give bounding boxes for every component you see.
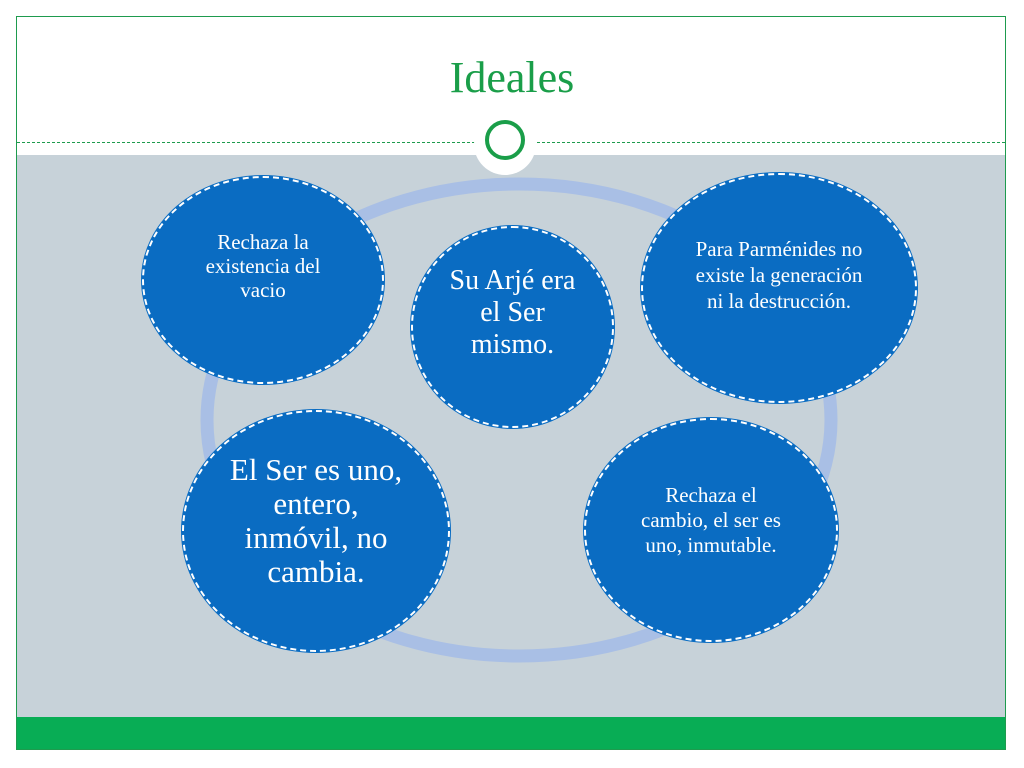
circle-ornament-icon [485, 120, 525, 160]
node-text: Para Parménides no existe la generación … [695, 237, 863, 313]
node-text: Rechaza el cambio, el ser es uno, inmuta… [641, 482, 781, 557]
cycle-node-arje: Su Arjé era el Ser mismo. [411, 226, 614, 428]
footer-bar [17, 717, 1005, 749]
cycle-node-generacion: Para Parménides no existe la generación … [641, 173, 917, 403]
node-text: Su Arjé era el Ser mismo. [449, 265, 576, 360]
cycle-node-ser-uno: El Ser es uno, entero, inmóvil, no cambi… [182, 410, 450, 652]
node-text: El Ser es uno, entero, inmóvil, no cambi… [229, 452, 403, 589]
cycle-node-vacio: Rechaza la existencia del vacio [142, 176, 384, 384]
slide-title: Ideales [449, 53, 575, 102]
cycle-ring-ellipse [200, 177, 838, 663]
node-text: Rechaza la existencia del vacio [205, 230, 321, 302]
cycle-node-cambio: Rechaza el cambio, el ser es uno, inmuta… [584, 418, 838, 642]
